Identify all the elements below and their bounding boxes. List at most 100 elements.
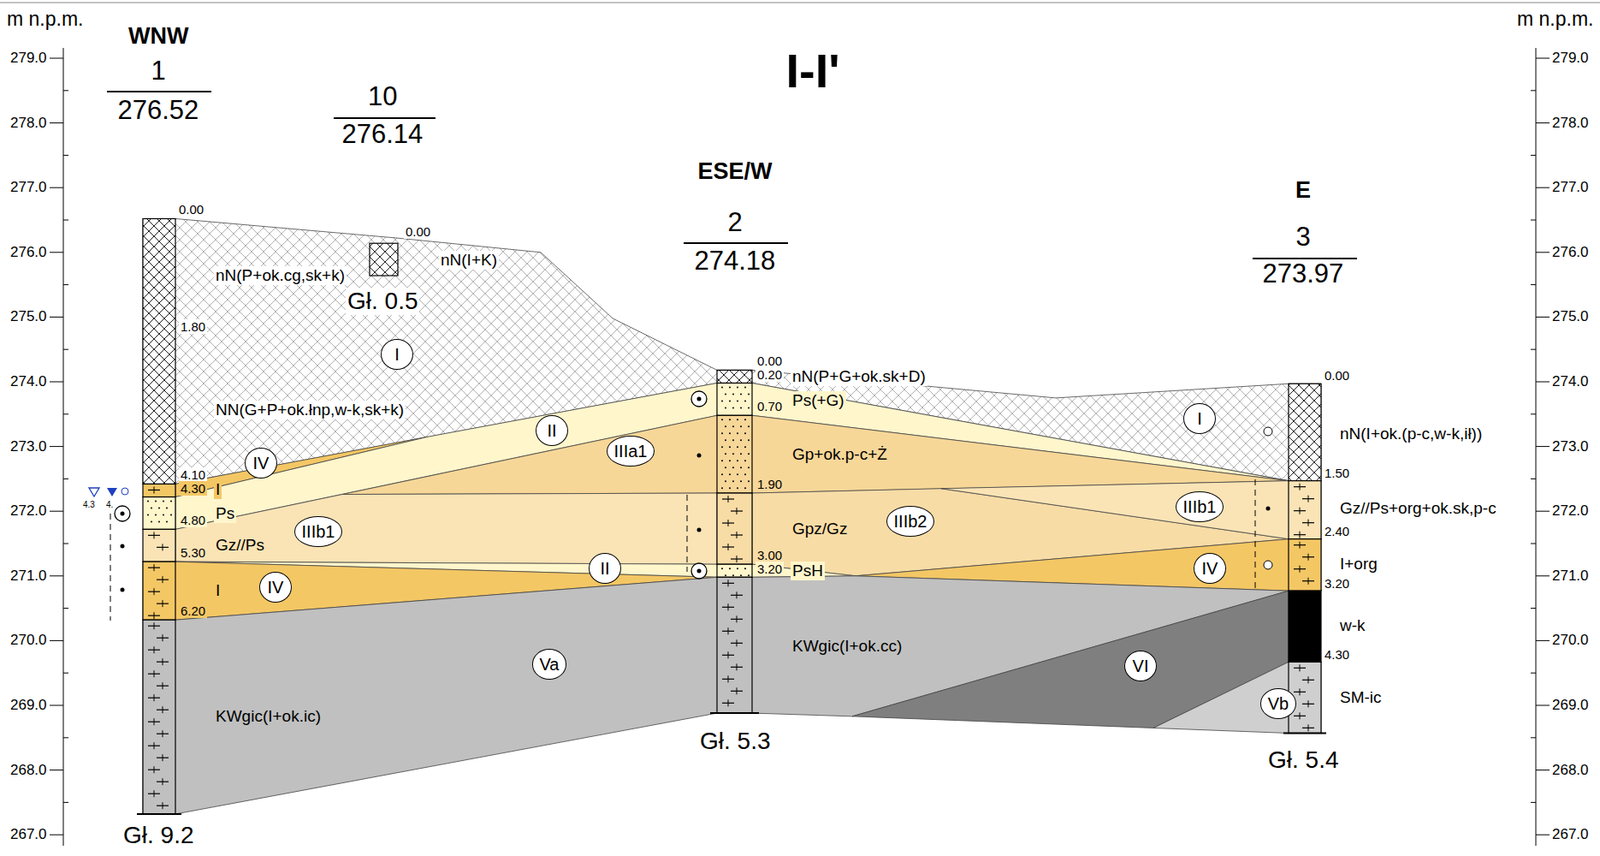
axis-label: 277.0 [10, 178, 48, 196]
unit-marker: IIIb2 [886, 505, 936, 537]
soil-label: I+org [1339, 554, 1378, 574]
borehole-column [717, 369, 753, 713]
sample-open [1263, 560, 1273, 569]
depth-label: 0.20 [755, 367, 784, 382]
soil-label: Gz//Ps+org+ok.sk,p-c [1339, 498, 1497, 518]
axis-label: 274.0 [1552, 373, 1589, 391]
borehole-elevation: 276.14 [342, 118, 424, 150]
axis-label: 267.0 [1552, 825, 1589, 843]
borehole-depth: Gł. 9.2 [123, 821, 194, 849]
borehole-number: 10 [367, 81, 398, 113]
unit-number: I [394, 345, 400, 363]
axis-label: 271.0 [1552, 567, 1589, 585]
direction-label: ESE/W [698, 158, 773, 185]
borehole-column [142, 218, 176, 814]
unit-marker: I [1183, 402, 1216, 434]
water-level-symbol [121, 487, 129, 495]
filter-line [1255, 479, 1257, 591]
unit-number: Vb [1268, 694, 1289, 712]
soil-label: nN(P+ok.cg,sk+k) [213, 266, 347, 285]
soil-label: KWgic(I+ok.ic) [213, 706, 323, 726]
elevation-axis [49, 47, 69, 846]
depth-label: 1.90 [755, 476, 784, 492]
depth-label: 3.00 [755, 547, 784, 563]
depth-label: 6.20 [178, 603, 208, 618]
header-bar [106, 90, 212, 93]
unit-marker: IV [244, 447, 278, 479]
sand-gravel-layer [342, 414, 1289, 494]
soil-label: I [213, 480, 222, 499]
soil-label: Ps [213, 503, 237, 523]
axis-label: 277.0 [1552, 178, 1589, 196]
unit-marker: Vb [1260, 687, 1297, 719]
unit-marker: VI [1124, 650, 1157, 682]
unit-marker: I [380, 338, 414, 370]
borehole-depth: Gł. 5.3 [699, 727, 771, 755]
axis-label: 275.0 [10, 308, 48, 326]
borehole-end [136, 812, 182, 815]
borehole-column [1288, 383, 1322, 733]
depth-label: 0.00 [755, 353, 784, 368]
soil-label: w-k [1339, 616, 1366, 635]
sample-open [1263, 426, 1273, 436]
borehole-end [1283, 732, 1327, 735]
filter-line [110, 513, 112, 621]
header-bar [333, 117, 436, 119]
axis-label: 269.0 [10, 696, 48, 714]
axis-label: 275.0 [1552, 308, 1589, 326]
axis-label: 276.0 [1552, 243, 1589, 261]
axis-label: 273.0 [10, 438, 48, 456]
sample-symbol [691, 562, 707, 579]
depth-label: 2.40 [1324, 523, 1350, 539]
axis-unit: m n.p.m. [6, 7, 83, 30]
axis-label: 268.0 [10, 761, 48, 779]
depth-label: 5.30 [178, 545, 208, 560]
axis-label: 269.0 [1552, 696, 1589, 714]
axis-label: 273.0 [1552, 438, 1589, 456]
unit-number: IIIb1 [1183, 497, 1217, 516]
soil-label: nN(P+G+ok.sk+D) [790, 367, 928, 386]
depth-label: 4.80 [178, 512, 208, 528]
axis-label: 270.0 [1552, 631, 1589, 649]
unit-number: I [1197, 409, 1203, 427]
water-level-depth: 4.3 [82, 499, 95, 510]
depth-label: 0.00 [403, 224, 433, 239]
borehole-elevation: 274.18 [694, 245, 777, 277]
borehole-depth: Gł. 0.5 [345, 287, 420, 315]
depth-label: 4.10 [178, 467, 208, 482]
unit-marker: IV [259, 571, 292, 603]
soil-label: I [213, 580, 222, 600]
sample-dot [120, 544, 125, 549]
axis-label: 279.0 [1552, 49, 1589, 67]
soil-label: KWgic(I+ok.cc) [790, 636, 904, 656]
unit-marker: II [535, 414, 569, 446]
unit-number: IV [1202, 559, 1219, 577]
soil-label: Gz//Ps [213, 535, 267, 555]
unit-number: IV [253, 454, 270, 472]
soil-label: Gpz/Gz [790, 519, 849, 539]
borehole-depth: Gł. 5.4 [1268, 746, 1339, 774]
section-title: I-I' [786, 43, 841, 99]
elevation-axis [1530, 47, 1550, 846]
depth-label: 4.30 [178, 480, 208, 496]
unit-marker: IIIb1 [1175, 491, 1225, 522]
depth-label: 0.00 [178, 201, 204, 217]
axis-label: 272.0 [1552, 502, 1589, 520]
axis-label: 270.0 [10, 631, 48, 649]
unit-marker: IIIa1 [606, 435, 656, 467]
borehole-number: 1 [151, 55, 166, 87]
header-bar [683, 242, 789, 244]
unit-marker: IV [1193, 552, 1227, 584]
soil-label: NN(G+P+ok.łnp,w-k,sk+k) [213, 400, 406, 420]
unit-number: Va [539, 655, 560, 673]
soil-label: SM-ic [1339, 687, 1382, 707]
axis-label: 268.0 [1552, 761, 1589, 779]
depth-label: 0.00 [1324, 367, 1350, 383]
sandy-clay-layer [175, 492, 718, 564]
unit-number: II [546, 421, 557, 439]
unit-number: IIIb2 [894, 512, 928, 530]
unit-marker: IIIb1 [294, 515, 344, 547]
axis-unit: m n.p.m. [1517, 7, 1594, 30]
water-level-symbol [106, 487, 118, 497]
sample-dot [697, 527, 702, 533]
